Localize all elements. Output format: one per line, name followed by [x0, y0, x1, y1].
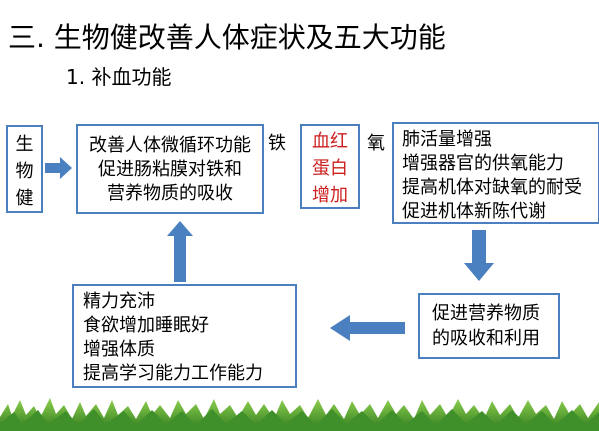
oxygen-label: 氧 — [367, 133, 385, 154]
benefits-box: 精力充沛 食欲增加睡眠好 增强体质 提高学习能力工作能力 — [72, 284, 297, 388]
lung-function-box: 肺活量增强 增强器官的供氧能力 提高机体对缺氧的耐受 促进机体新陈代谢 — [392, 122, 599, 224]
box-line: 的吸收和利用 — [432, 328, 540, 349]
box-line: 肺活量增强 — [402, 129, 492, 150]
box-line: 增强器官的供氧能力 — [402, 153, 564, 174]
box-line: 血红 — [312, 131, 348, 152]
source-char: 物 — [15, 161, 34, 182]
box-line: 蛋白 — [312, 158, 348, 179]
box-line: 促进肠粘膜对铁和 — [98, 159, 242, 180]
box-line: 食欲增加睡眠好 — [83, 315, 209, 336]
iron-label: 铁 — [268, 133, 286, 154]
source-char: 健 — [15, 188, 34, 209]
source-char: 生 — [15, 134, 34, 155]
arrow-source-to-step1 — [45, 157, 72, 179]
grass-strip-front — [0, 409, 599, 431]
box-line: 精力充沛 — [83, 291, 155, 312]
box-line: 提高学习能力工作能力 — [83, 363, 263, 384]
slide-title: 三. 生物健改善人体症状及五大功能 — [8, 21, 446, 54]
hemoglobin-box: 血红 蛋白 增加 — [300, 124, 360, 209]
box-line: 增加 — [312, 185, 348, 206]
section-subtitle: 1. 补血功能 — [66, 65, 172, 89]
microcirculation-box: 改善人体微循环功能 促进肠粘膜对铁和 营养物质的吸收 — [76, 124, 264, 214]
box-line: 促进营养物质 — [432, 303, 540, 324]
box-line: 增强体质 — [83, 339, 155, 360]
nutrient-absorption-box: 促进营养物质 的吸收和利用 — [418, 293, 560, 359]
box-line: 营养物质的吸收 — [107, 183, 233, 204]
arrow-step4-to-step5 — [330, 315, 405, 341]
arrow-step5-to-step1 — [167, 221, 193, 282]
source-box: 生 物 健 — [6, 125, 43, 213]
arrow-step3-to-step4 — [464, 230, 494, 281]
box-line: 促进机体新陈代谢 — [402, 201, 546, 222]
box-line: 改善人体微循环功能 — [89, 135, 251, 156]
box-line: 提高机体对缺氧的耐受 — [402, 177, 582, 198]
